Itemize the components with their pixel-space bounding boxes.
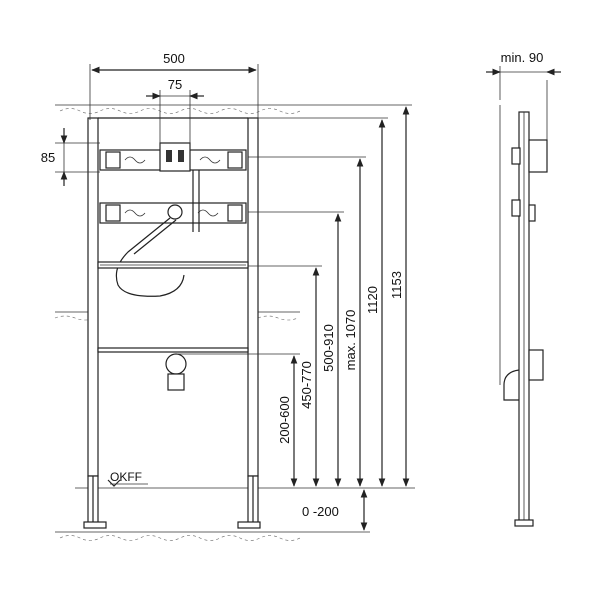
dim-label-85: 85 (41, 150, 55, 165)
dim-floor-range: 0 -200 (302, 489, 368, 531)
floor-line-bottom (55, 487, 415, 541)
dim-height-1153: 1153 (300, 104, 412, 487)
floor-level-marker: OKFF (107, 470, 148, 487)
dim-width-500: 500 (89, 51, 259, 120)
dim-label-min-90: min. 90 (501, 50, 544, 65)
dim-label-200-600: 200-600 (277, 396, 292, 444)
dim-label-75: 75 (168, 77, 182, 92)
drain-assembly (97, 347, 249, 391)
upper-rail (99, 142, 247, 172)
dim-height-500-910: 500-910 (248, 211, 344, 487)
wall-hatch-top (55, 104, 301, 114)
dim-label-max-1070: max. 1070 (343, 310, 358, 371)
dim-label-500-910: 500-910 (321, 324, 336, 372)
dim-label-500: 500 (163, 51, 185, 66)
dim-label-1120: 1120 (365, 286, 380, 314)
dim-height-1120: 1120 (258, 117, 388, 487)
dim-min-depth: min. 90 (486, 50, 561, 100)
dim-label-0-200: 0 -200 (302, 504, 339, 519)
floor-level-label: OKFF (110, 470, 142, 484)
dim-height-450-770: 450-770 (248, 265, 322, 487)
side-view (499, 80, 548, 527)
supply-hoses (115, 170, 200, 297)
dim-height-200-600: 200-600 (178, 353, 300, 487)
crossbar (97, 261, 249, 269)
dim-width-75: 75 (146, 77, 204, 150)
dim-label-1153: 1153 (389, 271, 404, 299)
frame-uprights (83, 117, 261, 529)
dim-offset-85: 85 (41, 128, 100, 186)
dim-label-450-770: 450-770 (299, 361, 314, 409)
middle-rail (99, 202, 247, 224)
dim-height-max-1070: max. 1070 (248, 156, 366, 487)
